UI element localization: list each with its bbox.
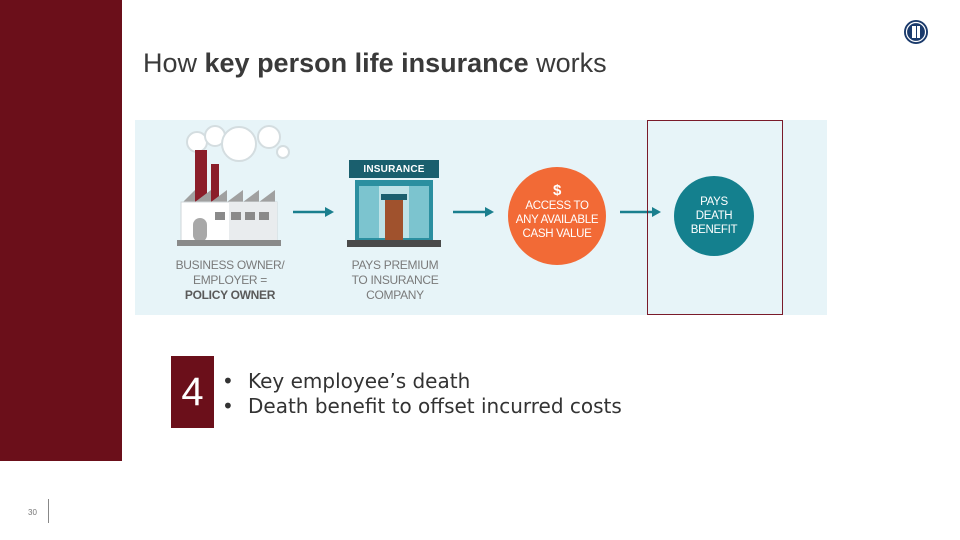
step-bullet-list: •Key employee’s death •Death benefit to … <box>222 369 622 419</box>
smoke-cloud-icon <box>186 125 290 162</box>
bullet-item: •Key employee’s death <box>222 369 471 393</box>
bullet-item: •Death benefit to offset incurred costs <box>222 394 622 418</box>
footer-divider <box>48 499 49 523</box>
title-emphasis: key person life insurance <box>204 48 529 78</box>
arrow-right-icon <box>620 207 661 217</box>
step-number: 4 <box>171 356 214 428</box>
process-illustration <box>177 125 661 247</box>
company-logo-icon <box>904 20 928 44</box>
factory-icon <box>177 150 281 246</box>
dollar-icon: $ <box>552 182 562 199</box>
sidebar-band <box>0 0 122 461</box>
pays-premium-caption: PAYS PREMIUM TO INSURANCE COMPANY <box>351 258 439 302</box>
insurance-storefront-icon <box>347 160 441 247</box>
death-benefit-circle: PAYS DEATH BENEFIT <box>674 176 754 256</box>
arrow-right-icon <box>453 207 494 217</box>
cash-value-circle: $ ACCESS TO ANY AVAILABLE CASH VALUE <box>508 167 606 265</box>
death-benefit-highlight <box>647 120 783 315</box>
policy-owner-caption: BUSINESS OWNER/ EMPLOYER = POLICY OWNER <box>175 258 285 302</box>
arrow-right-icon <box>293 207 334 217</box>
slide-title: How key person life insurance works <box>143 48 607 78</box>
process-graphic: BUSINESS OWNER/ EMPLOYER = POLICY OWNER … <box>135 120 827 315</box>
insurance-store-sign: INSURANCE <box>363 164 425 175</box>
page-number: 30 <box>28 508 37 517</box>
